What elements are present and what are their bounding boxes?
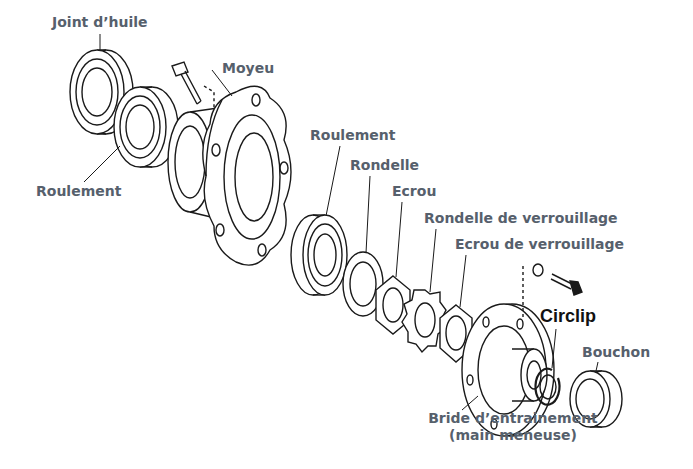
- part-label: Rondelle: [350, 157, 419, 174]
- part-label: Bride d’entrainement (main meneuse): [408, 410, 618, 444]
- bearing-race: [120, 96, 160, 158]
- leader-line: [552, 329, 556, 368]
- lock-nut-hole: [446, 316, 466, 350]
- bolt-hole: [483, 317, 489, 327]
- outer-bearing: [291, 215, 347, 295]
- bolt-hole: [258, 244, 266, 256]
- part-label: Rondelle de verrouillage: [424, 210, 618, 227]
- screw-shaft: [551, 274, 572, 289]
- washer-hole: [350, 262, 376, 306]
- seal-ring: [76, 59, 118, 125]
- hub-body-bore: [175, 126, 205, 198]
- wheel-stud: [172, 62, 214, 110]
- leader-line: [366, 176, 370, 253]
- bearing-race: [308, 224, 342, 286]
- circlip-inner: [540, 375, 556, 399]
- circlip-ring: [535, 369, 559, 405]
- part-label: Roulement: [36, 183, 121, 200]
- leader-line: [100, 34, 101, 50]
- leader-line: [430, 229, 436, 292]
- circlip-shape: [535, 369, 559, 405]
- leader-line: [326, 146, 340, 216]
- flange-boss: [521, 349, 547, 401]
- screw-washer: [533, 264, 543, 276]
- part-label: Circlip: [540, 306, 596, 326]
- seal-hole: [82, 68, 112, 116]
- lock-washer-hole: [415, 303, 435, 337]
- part-label: Bouchon: [582, 344, 650, 361]
- leader-line: [396, 202, 402, 277]
- bearing-bore: [314, 234, 336, 276]
- part-label: Moyeu: [222, 60, 274, 77]
- leader-line: [84, 146, 120, 182]
- leader-line: [596, 362, 598, 371]
- nut-hole: [383, 288, 403, 322]
- bolt-hole: [280, 162, 288, 174]
- stud-axis: [204, 86, 214, 110]
- flange-recess: [224, 115, 280, 239]
- hub-flange: [203, 86, 291, 265]
- bolt-hole: [467, 375, 473, 385]
- part-label: Joint d’huile: [52, 14, 148, 31]
- screw-axis: [522, 266, 523, 318]
- bearing-bore: [126, 105, 154, 149]
- flange-screw: [533, 264, 582, 295]
- flange-bore: [235, 133, 273, 221]
- part-label: Ecrou de verrouillage: [455, 236, 624, 253]
- leader-line: [460, 255, 466, 307]
- bolt-hole: [252, 94, 260, 106]
- bearing-front: [114, 87, 166, 167]
- hub: [168, 86, 291, 265]
- part-label: Ecrou: [392, 183, 436, 200]
- bolt-hole: [212, 144, 220, 156]
- bearing-front: [303, 215, 347, 295]
- bolt-hole: [517, 319, 523, 329]
- stud-head: [172, 62, 188, 76]
- bolt-hole: [216, 224, 224, 236]
- leader-line: [462, 396, 478, 410]
- part-label: Roulement: [310, 127, 395, 144]
- stud-shaft: [181, 71, 201, 104]
- flange-thickness: [206, 100, 222, 176]
- screw-head: [570, 281, 582, 295]
